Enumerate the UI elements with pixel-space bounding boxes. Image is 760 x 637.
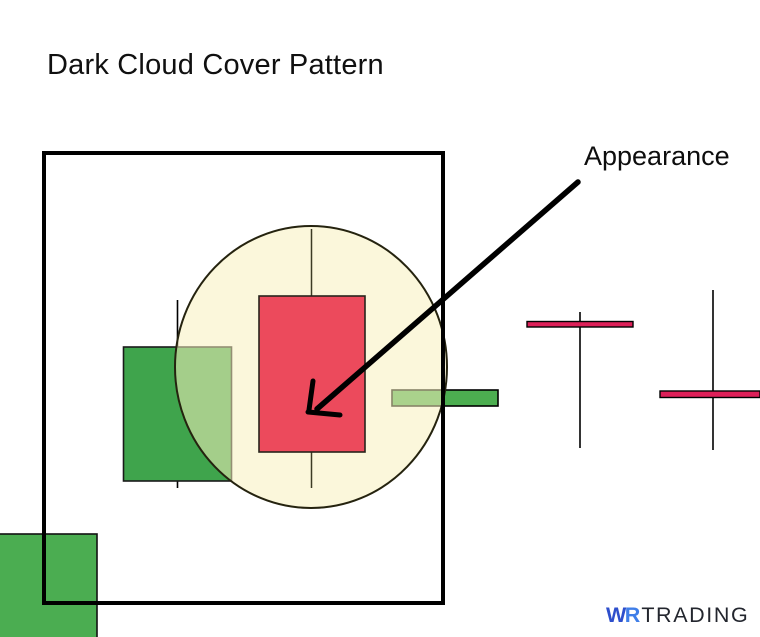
logo-letter-w: W: [606, 603, 626, 627]
doji-candle-1-body: [526, 320, 634, 328]
corner-green-block: [0, 533, 98, 637]
arrow-head-stroke-2: [305, 409, 343, 418]
logo-letter-r: R: [624, 603, 641, 627]
logo-trading-text: TRADING: [641, 603, 750, 627]
doji-candle-2-body: [659, 390, 760, 399]
page-title: Dark Cloud Cover Pattern: [47, 49, 384, 81]
pattern-box: [42, 151, 445, 605]
arrow-head-stroke-1: [306, 378, 316, 413]
appearance-label: Appearance: [584, 141, 730, 171]
arrow-line: [314, 179, 581, 412]
bearish-candle-body: [258, 295, 366, 453]
